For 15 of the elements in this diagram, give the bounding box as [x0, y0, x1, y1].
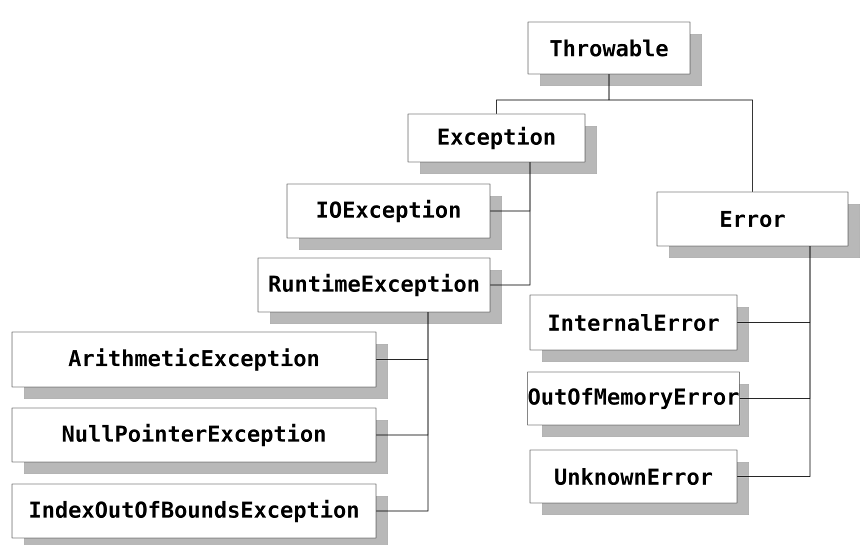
class-box: NullPointerException — [12, 408, 388, 474]
class-box: IOException — [286, 184, 502, 250]
connector-line — [736, 246, 810, 477]
class-box: Error — [656, 192, 860, 258]
class-box: Exception — [408, 114, 597, 174]
class-box: Throwable — [528, 22, 702, 86]
class-box: InternalError — [530, 294, 749, 362]
connector-line — [376, 312, 428, 512]
connector-line — [490, 162, 530, 286]
class-box: UnknownError — [530, 450, 749, 515]
class-box: OutOfMemoryError — [527, 372, 749, 437]
connector-line — [608, 74, 753, 192]
class-box: RuntimeException — [258, 258, 502, 324]
class-box: IndexOutOfBoundsException — [12, 484, 388, 545]
class-box: ArithmeticException — [12, 332, 388, 399]
